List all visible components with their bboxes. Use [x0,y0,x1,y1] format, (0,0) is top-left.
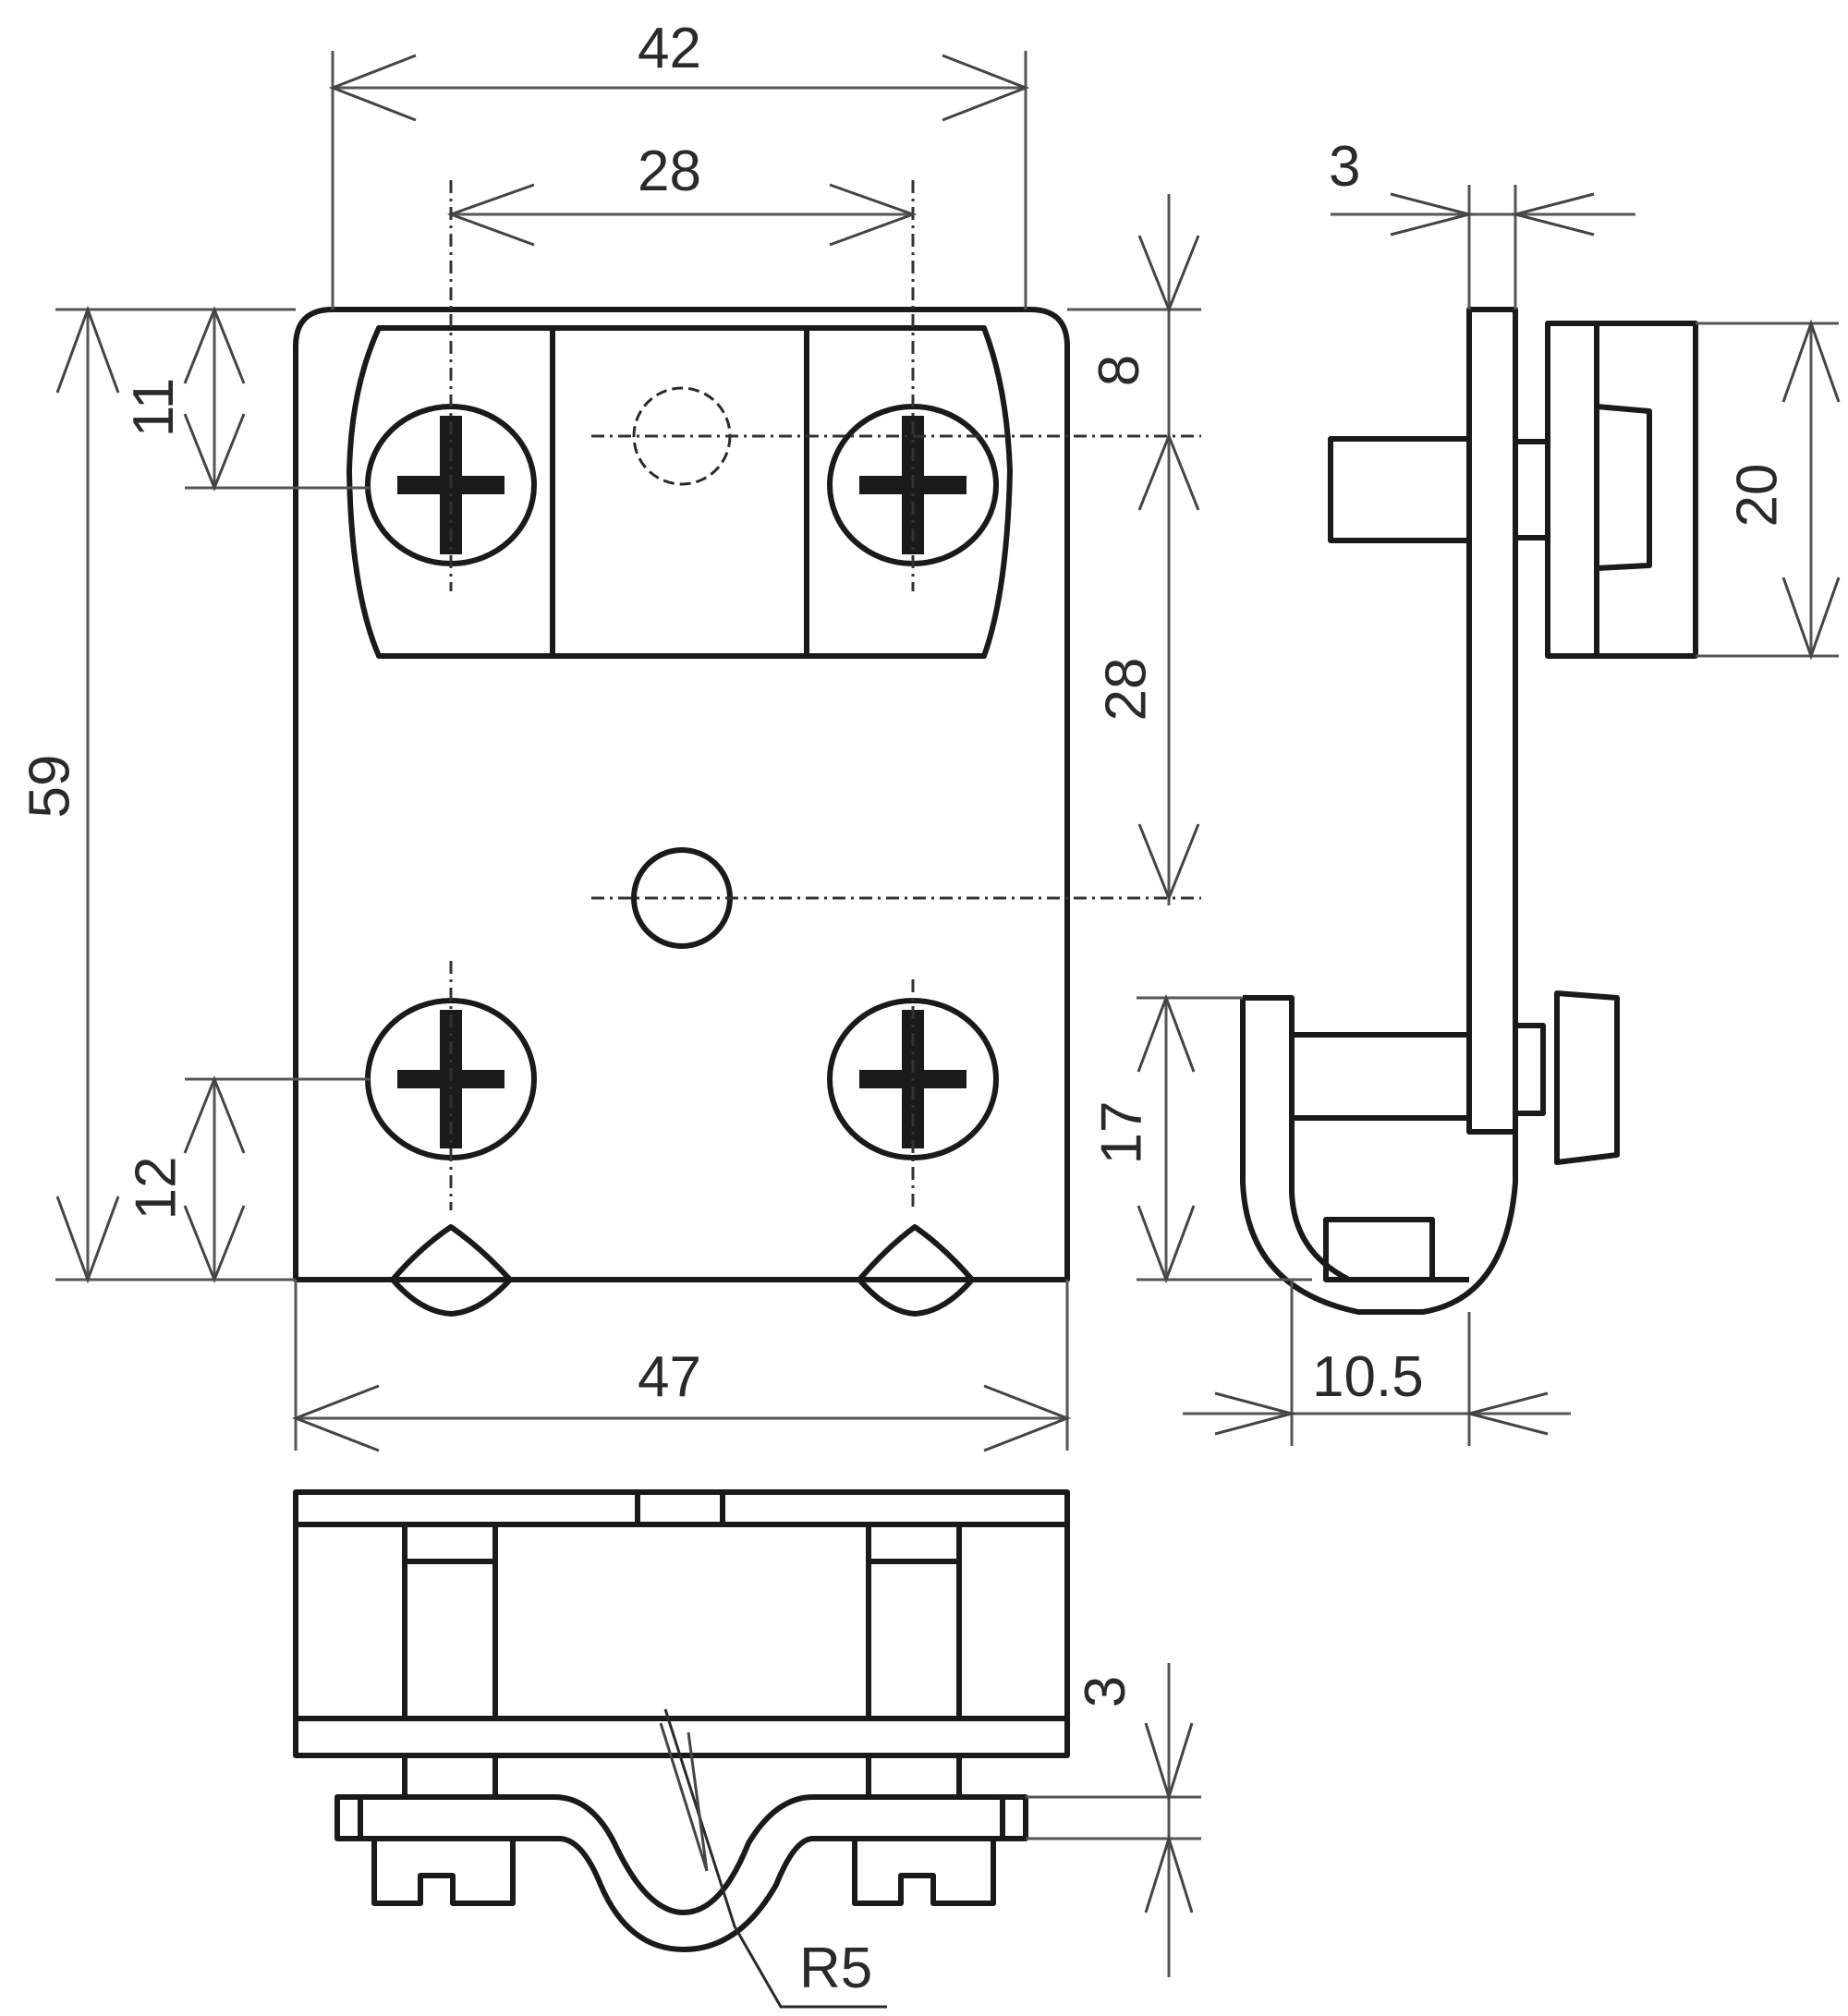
dim-width-top-inner: 28 [638,140,701,203]
dim-width-bottom: 47 [638,1345,701,1409]
dim-width-top-outer: 42 [638,17,701,80]
front-view [55,51,1201,1452]
dim-side-hook-height: 17 [1089,1100,1154,1165]
side-view [1137,185,1841,1446]
dim-bottom-thickness: 3 [1074,1675,1138,1708]
dim-side-thickness: 3 [1329,135,1361,199]
dim-offset-bottom-left: 12 [124,1156,188,1221]
dim-height-total: 59 [18,754,82,819]
dim-bottom-radius: R5 [799,1937,873,2000]
bottom-view [293,1489,1201,2009]
dim-offset-top-right: 8 [1088,354,1152,387]
dim-hole-spacing-vertical: 28 [1094,657,1159,722]
dim-offset-top-left: 11 [122,377,187,438]
dim-side-clamp-height: 20 [1725,463,1790,528]
dim-side-hook-width: 10.5 [1312,1345,1424,1409]
